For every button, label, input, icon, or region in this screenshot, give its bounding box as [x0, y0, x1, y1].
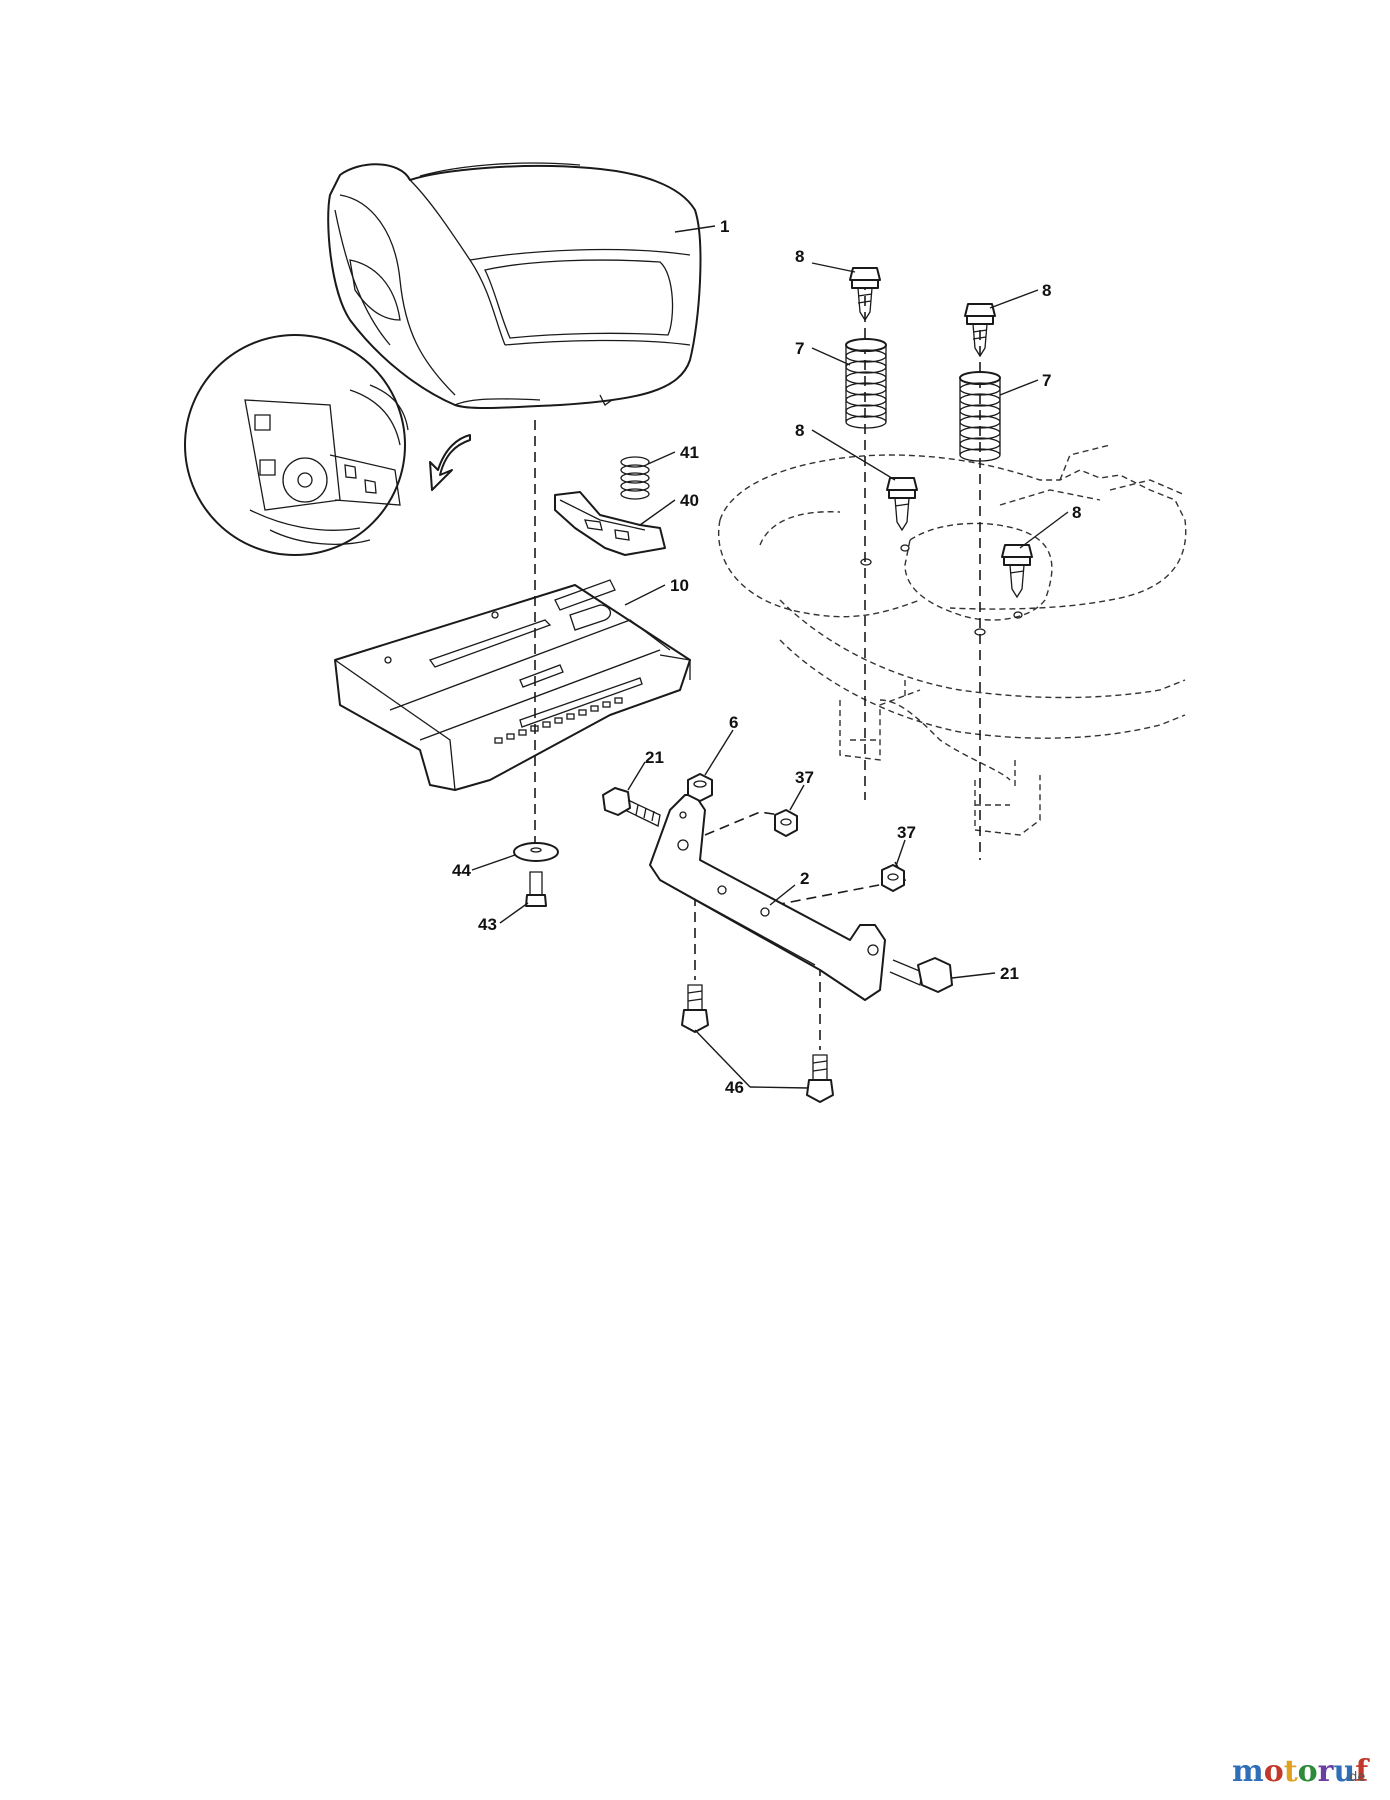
deck-holes	[860, 544, 1023, 636]
callout-41: 41	[680, 443, 699, 462]
callout-2: 2	[800, 869, 809, 888]
nut-37-a	[774, 809, 798, 837]
callout-10: 10	[670, 576, 689, 595]
callout-37a: 37	[795, 768, 814, 787]
callout-21b: 21	[1000, 964, 1019, 983]
motoruf-watermark-logo: motoruf .de	[1232, 1754, 1370, 1789]
callout-40: 40	[680, 491, 699, 510]
bolt-46-a	[681, 984, 709, 1033]
callout-8d: 8	[1072, 503, 1081, 522]
watermark-letter: r	[1318, 1754, 1335, 1789]
bolt-21-left	[602, 787, 661, 827]
bolt-8-d	[1001, 544, 1033, 599]
watermark-letter: m	[1232, 1754, 1264, 1789]
bolt-46-b	[806, 1054, 834, 1103]
callout-43: 43	[478, 915, 497, 934]
callout-7a: 7	[795, 339, 804, 358]
latch-detail-inset	[184, 334, 471, 556]
spring-7-a	[845, 338, 887, 429]
watermark-letter: o	[1264, 1754, 1284, 1789]
watermark-letter: f	[1355, 1754, 1370, 1789]
spring-41	[620, 456, 650, 500]
latch-plate-40	[554, 491, 666, 556]
svg-text:.de: .de	[1345, 1770, 1365, 1785]
bolt-21-right	[889, 957, 953, 993]
callout-8b: 8	[1042, 281, 1051, 300]
leader-lines	[471, 225, 1069, 1089]
adjustment-slots	[494, 697, 623, 744]
bracket-2	[649, 794, 886, 1001]
seat	[327, 162, 702, 410]
svg-text:motoruf: motoruf	[1232, 1754, 1370, 1789]
washer-44	[513, 842, 559, 862]
callout-44: 44	[452, 861, 471, 880]
spring-7-b	[959, 371, 1001, 462]
seat-pan-10	[334, 579, 691, 791]
bolt-8-a	[849, 267, 881, 322]
callout-7b: 7	[1042, 371, 1051, 390]
nut-6	[687, 773, 713, 802]
nut-37-b	[881, 864, 905, 892]
watermark-letter: t	[1284, 1754, 1298, 1789]
mower-deck-outline	[718, 444, 1187, 836]
bolt-8-b	[964, 303, 996, 358]
callout-8a: 8	[795, 247, 804, 266]
callout-37b: 37	[897, 823, 916, 842]
callout-21a: 21	[645, 748, 664, 767]
callout-labels: 1 8 8 7 7 8 8 41 40 10 6 21 37 37 2 21 4…	[452, 217, 1081, 1097]
bolt-43	[525, 871, 547, 907]
callout-6: 6	[729, 713, 738, 732]
callout-1: 1	[720, 217, 729, 236]
callout-8c: 8	[795, 421, 804, 440]
bolt-8-c	[886, 477, 918, 532]
watermark-letter: u	[1333, 1754, 1355, 1789]
callout-46: 46	[725, 1078, 744, 1097]
watermark-letter: o	[1298, 1754, 1318, 1789]
